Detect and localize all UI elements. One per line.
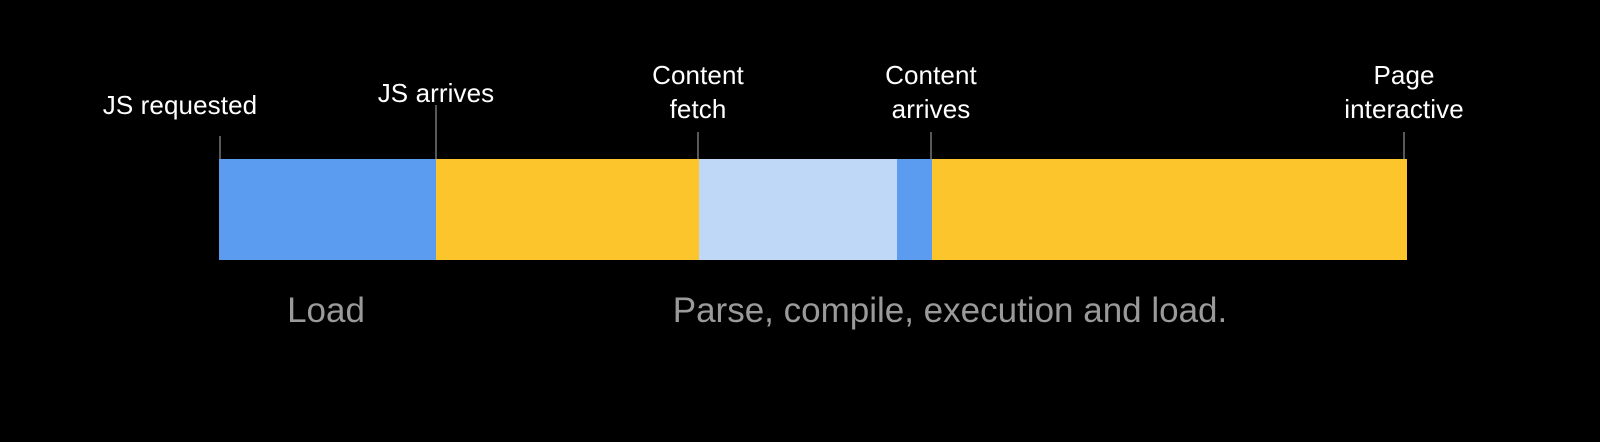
phase-caption-load: Load <box>287 291 365 330</box>
bar-segment-content-fetch-wait <box>698 159 898 260</box>
bar-segment-execution-load <box>931 159 1407 260</box>
bar-segment-load <box>219 159 437 260</box>
tick-line-js-requested <box>219 136 221 159</box>
bar-segment-content-processing <box>897 159 932 260</box>
phase-caption-parse: Parse, compile, execution and load. <box>672 291 1228 330</box>
marker-label-js-requested: JS requested <box>102 90 258 120</box>
marker-label-js-arrives: JS arrives <box>377 78 495 108</box>
timeline-bar <box>219 159 1407 260</box>
marker-label-content-arrives: Content arrives <box>885 60 977 124</box>
tick-line-page-interactive <box>1403 132 1405 159</box>
tick-line-content-fetch <box>697 132 699 159</box>
bar-segment-parse-compile <box>436 159 699 260</box>
tick-line-js-arrives <box>435 105 437 159</box>
marker-label-page-interactive: Page interactive <box>1344 60 1464 124</box>
tick-line-content-arrives <box>930 132 932 159</box>
marker-label-content-fetch: Content fetch <box>652 60 744 124</box>
